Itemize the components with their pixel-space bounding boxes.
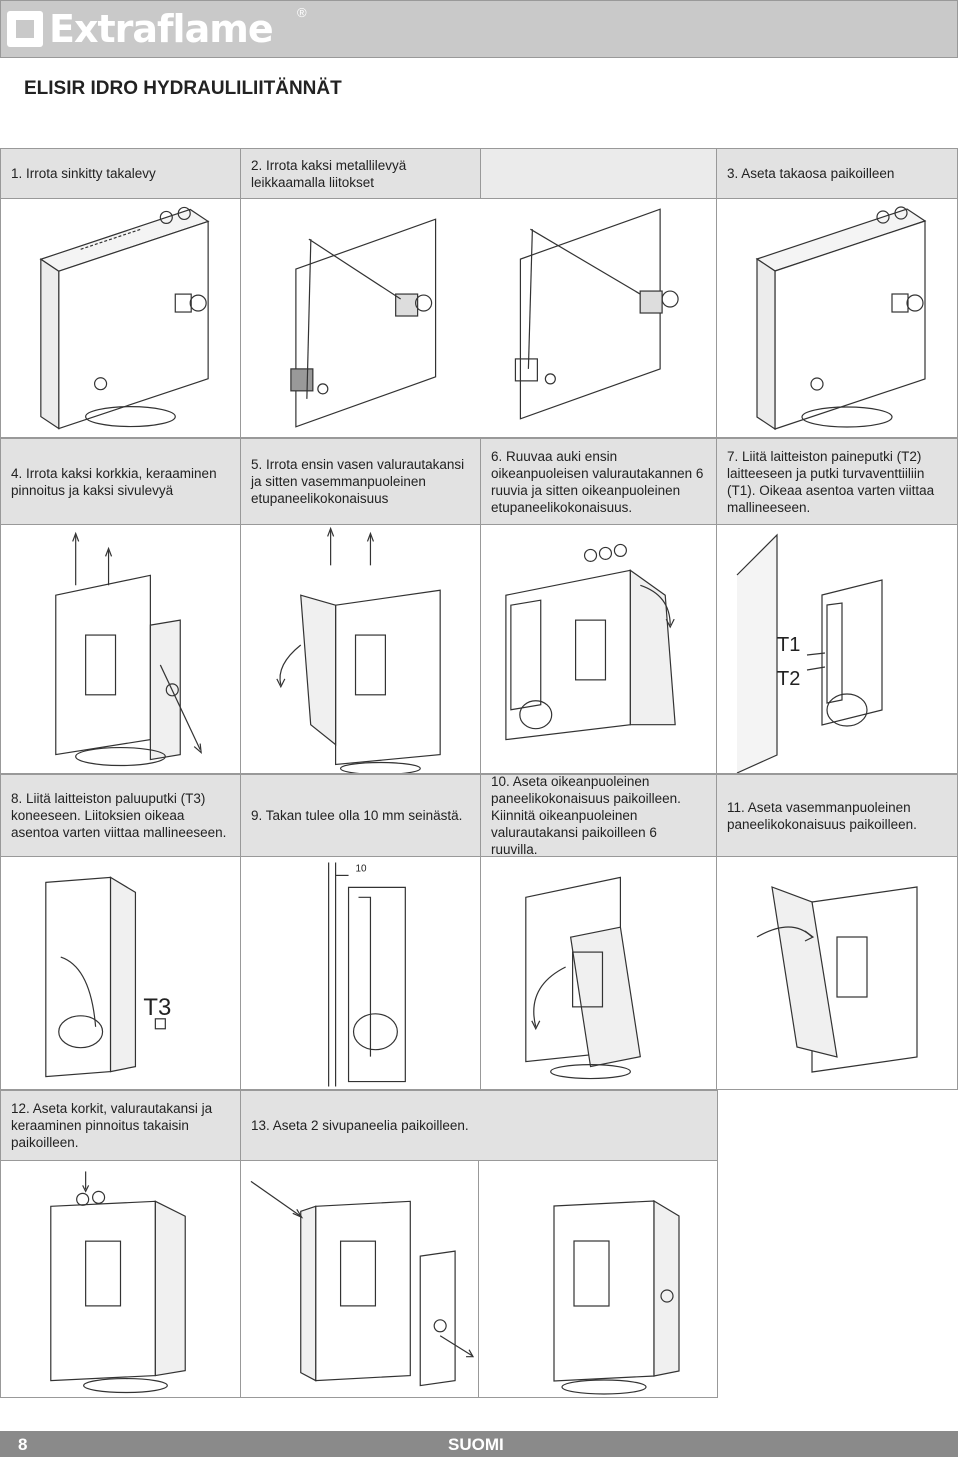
- page-footer: 8 SUOMI: [0, 1431, 958, 1457]
- completed-stove-illustration: [553, 1199, 680, 1395]
- label-t3: T3: [143, 994, 171, 1021]
- side-panels-install-illustration: [250, 1180, 475, 1387]
- left-panel-removal-illustration: [276, 526, 441, 773]
- step-3-illustration: [717, 199, 957, 437]
- step-9-caption: 9. Takan tulee olla 10 mm seinästä.: [241, 775, 481, 857]
- return-pipe-connection-illustration: T3: [45, 876, 171, 1078]
- wall-distance-illustration: 10: [328, 862, 406, 1087]
- back-panels-illustration: [290, 208, 679, 428]
- reassembled-stove-illustration: [50, 1171, 186, 1394]
- step-11-caption: 11. Aseta vasemmanpuoleinen paneelikokon…: [717, 775, 957, 857]
- page-title: ELISIR IDRO HYDRAULILIITÄNNÄT: [24, 78, 342, 99]
- step-5-caption: 5. Irrota ensin vasen valurautakansi ja …: [241, 439, 481, 525]
- step-4-illustration: [1, 525, 241, 773]
- step-8-caption: 8. Liitä laitteiston paluuputki (T3) kon…: [1, 775, 241, 857]
- registered-mark: ®: [297, 5, 307, 20]
- stove-disassembly-illustration: [55, 531, 202, 767]
- step-6-caption: 6. Ruuvaa auki ensin oikeanpuoleisen val…: [481, 439, 717, 525]
- steps-row-3: 8. Liitä laitteiston paluuputki (T3) kon…: [0, 774, 958, 1090]
- stove-rear-illustration: [39, 206, 210, 430]
- brand-header: Extraflame ®: [0, 0, 958, 58]
- right-panel-install-illustration: [525, 876, 641, 1080]
- step-2-caption: 2. Irrota kaksi metallilevyä leikkaamall…: [241, 149, 481, 199]
- right-panel-removal-illustration: [505, 543, 676, 741]
- step-9-illustration: 10: [241, 857, 481, 1089]
- steps-row-1: 1. Irrota sinkitty takalevy 2. Irrota ka…: [0, 148, 958, 438]
- step-12-caption: 12. Aseta korkit, valurautakansi ja kera…: [1, 1091, 241, 1161]
- step-11-illustration: [717, 857, 957, 1089]
- pressure-pipe-connection-illustration: T1 T2: [736, 533, 883, 773]
- steps-row-4: 12. Aseta korkit, valurautakansi ja kera…: [0, 1090, 718, 1398]
- step-1-caption: 1. Irrota sinkitty takalevy: [1, 149, 241, 199]
- step-5-illustration: [241, 525, 481, 773]
- steps-row-2: 4. Irrota kaksi korkkia, keraaminen pinn…: [0, 438, 958, 774]
- step-7-illustration: T1 T2: [717, 525, 957, 773]
- step-2-caption-blank: [481, 149, 717, 199]
- step-8-illustration: T3: [1, 857, 241, 1089]
- step-13-illustration-a: [241, 1161, 479, 1397]
- step-3-caption: 3. Aseta takaosa paikoilleen: [717, 149, 957, 199]
- logo-mark-icon: [7, 11, 43, 47]
- step-7-caption: 7. Liitä laitteiston paineputki (T2) lai…: [717, 439, 957, 525]
- language-label: SUOMI: [448, 1435, 504, 1454]
- label-t1: T1: [777, 634, 800, 656]
- step-10-caption: 10. Aseta oikeanpuoleinen paneelikokonai…: [481, 774, 717, 857]
- step-13-caption: 13. Aseta 2 sivupaneelia paikoilleen.: [241, 1091, 717, 1161]
- step-1-illustration: [1, 199, 241, 437]
- step-6-illustration: [481, 525, 717, 773]
- step-12-illustration: [1, 1161, 241, 1397]
- step-4-caption: 4. Irrota kaksi korkkia, keraaminen pinn…: [1, 439, 241, 525]
- left-panel-install-illustration: [756, 886, 918, 1073]
- extraflame-logo: Extraflame: [7, 7, 274, 51]
- logo-text: Extraflame: [49, 7, 274, 51]
- step-2-illustration: [241, 199, 717, 437]
- step-13-illustration-b: [479, 1161, 717, 1397]
- label-10mm: 10: [356, 863, 368, 874]
- label-t2: T2: [777, 668, 800, 690]
- stove-rear-assembled-illustration: [755, 206, 927, 431]
- step-10-illustration: [481, 857, 717, 1089]
- page-number: 8: [18, 1435, 28, 1454]
